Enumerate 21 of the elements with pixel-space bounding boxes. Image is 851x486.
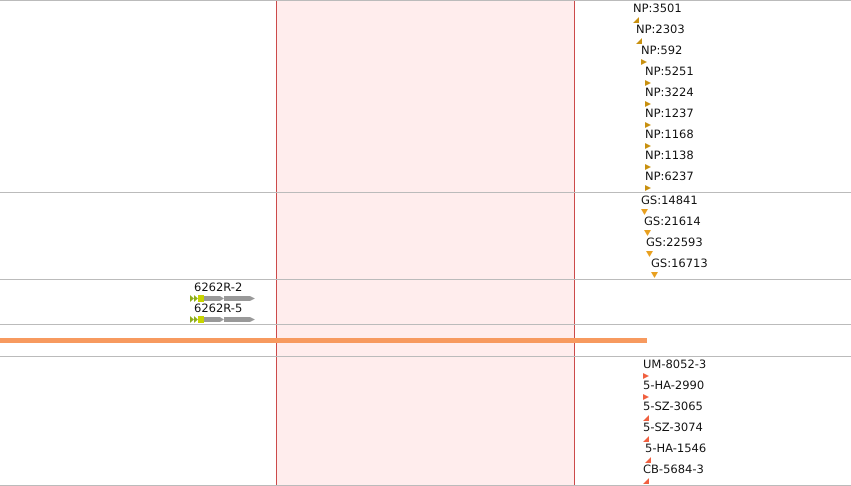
feature-label: UM-8052-3 bbox=[643, 358, 706, 371]
feature-label: NP:3501 bbox=[633, 2, 682, 15]
feature-label: 5-SZ-3065 bbox=[643, 400, 703, 413]
feature-label: NP:1237 bbox=[645, 107, 694, 120]
feature-label: GS:14841 bbox=[641, 194, 698, 207]
feature-label: NP:6237 bbox=[645, 170, 694, 183]
feature-label: NP:1138 bbox=[645, 149, 694, 162]
feature-label: 5-SZ-3074 bbox=[643, 421, 703, 434]
feature-label: GS:16713 bbox=[651, 257, 708, 270]
feature-label: NP:1168 bbox=[645, 128, 694, 141]
feature-label: CB-5684-3 bbox=[643, 463, 704, 476]
feature-label: GS:21614 bbox=[644, 215, 701, 228]
feature-label: NP:5251 bbox=[645, 65, 694, 78]
feature-label: GS:22593 bbox=[646, 236, 703, 249]
feature-label: 6262R-2 bbox=[194, 281, 242, 294]
feature-label: NP:592 bbox=[641, 44, 682, 57]
feature-label: 5-HA-1546 bbox=[645, 442, 706, 455]
feature-label: NP:3224 bbox=[645, 86, 694, 99]
feature-label: NP:2303 bbox=[636, 23, 685, 36]
feature-label: 5-HA-2990 bbox=[643, 379, 704, 392]
feature-label: 6262R-5 bbox=[194, 302, 242, 315]
